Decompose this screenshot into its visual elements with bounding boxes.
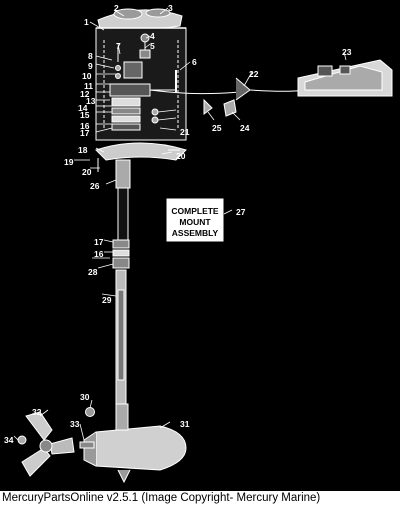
- callout-15: 15: [80, 110, 90, 120]
- callout-29: 29: [102, 295, 112, 305]
- callout-17-repeat: 17: [94, 237, 104, 247]
- callout-30: 30: [80, 392, 90, 402]
- callout-11: 11: [84, 81, 93, 91]
- callout-24: 24: [240, 123, 250, 133]
- callout-10: 10: [82, 71, 92, 81]
- callout-14: 14: [78, 103, 88, 113]
- callout-6: 6: [192, 57, 197, 67]
- mount-nut: [79, 407, 95, 449]
- callout-28: 28: [88, 267, 98, 277]
- footer-bar: MercuryPartsOnline v2.5.1 (Image Copyrig…: [0, 491, 400, 506]
- copyright-text: MercuryPartsOnline v2.5.1 (Image Copyrig…: [2, 492, 321, 504]
- callout-7: 7: [116, 41, 121, 51]
- motor-housing: [83, 403, 187, 484]
- callout-2: 2: [114, 3, 119, 13]
- callout-34: 34: [4, 435, 14, 445]
- swivel-bracket: [95, 142, 187, 172]
- callout-18: 18: [78, 145, 88, 155]
- mount-label-line-2: MOUNT: [179, 217, 211, 227]
- foot-pedal: [297, 59, 393, 97]
- callout-33: 33: [70, 419, 80, 429]
- callout-19: 19: [64, 157, 74, 167]
- callout-16-repeat: 16: [94, 249, 104, 259]
- callout-5: 5: [150, 41, 155, 51]
- callout-32: 32: [32, 407, 42, 417]
- leader-lines: [13, 7, 347, 441]
- callout-23: 23: [342, 47, 352, 57]
- callout-26: 26: [90, 181, 100, 191]
- mount-assembly-box: [165, 197, 225, 243]
- callout-12: 12: [80, 89, 90, 99]
- callout-21: 21: [180, 127, 190, 137]
- callout-22: 22: [249, 69, 259, 79]
- cable-clips: [203, 98, 237, 117]
- callout-4: 4: [150, 31, 155, 41]
- mount-assembly-label: COMPLETE MOUNT ASSEMBLY: [171, 206, 219, 238]
- exploded-parts-diagram: 1234567891011121314151617181920212223242…: [4, 3, 393, 484]
- callout-27: 27: [236, 207, 246, 217]
- callout-16: 16: [80, 121, 90, 131]
- callout-20-repeat: 20: [176, 151, 186, 161]
- callout-3: 3: [168, 3, 173, 13]
- callout-31: 31: [180, 419, 190, 429]
- head-internals: [109, 33, 175, 131]
- callout-9: 9: [88, 61, 93, 71]
- callout-25: 25: [212, 123, 222, 133]
- propeller: [17, 411, 75, 477]
- callout-17: 17: [80, 128, 90, 138]
- mount-label-line-1: COMPLETE: [171, 206, 219, 216]
- mount-label-line-3: ASSEMBLY: [172, 228, 219, 238]
- callout-8: 8: [88, 51, 93, 61]
- callout-1: 1: [84, 17, 89, 27]
- callout-13: 13: [86, 96, 96, 106]
- shaft: [112, 159, 131, 405]
- callout-20: 20: [82, 167, 92, 177]
